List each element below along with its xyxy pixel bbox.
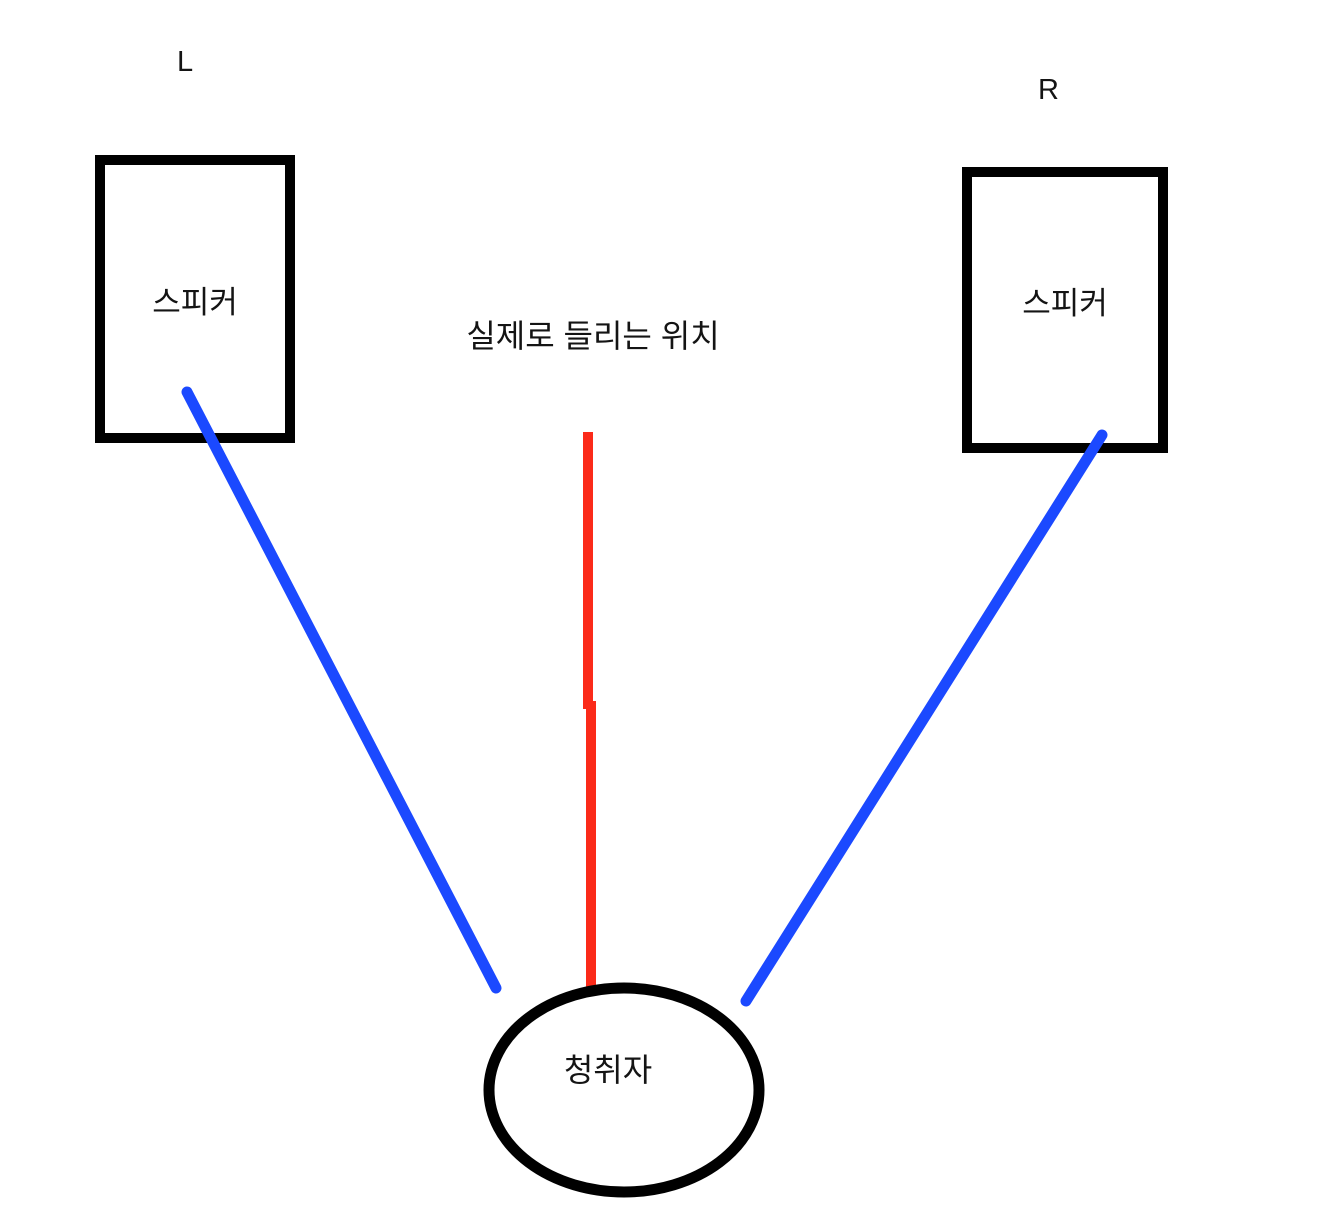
left-speaker-label: 스피커 [152, 284, 238, 320]
listener-label: 청취자 [563, 1052, 653, 1088]
right-speaker-sound-path [740, 429, 1108, 1007]
left-speaker-sound-path [181, 386, 502, 994]
listener-ellipse [483, 982, 765, 1198]
left-speaker-box [95, 155, 295, 443]
left-channel-label: L [177, 46, 194, 78]
right-speaker-box [962, 167, 1168, 453]
right-channel-label: R [1038, 74, 1059, 106]
right-speaker-label: 스피커 [1022, 285, 1108, 321]
phantom-position-label: 실제로 들리는 위치 [466, 318, 720, 354]
